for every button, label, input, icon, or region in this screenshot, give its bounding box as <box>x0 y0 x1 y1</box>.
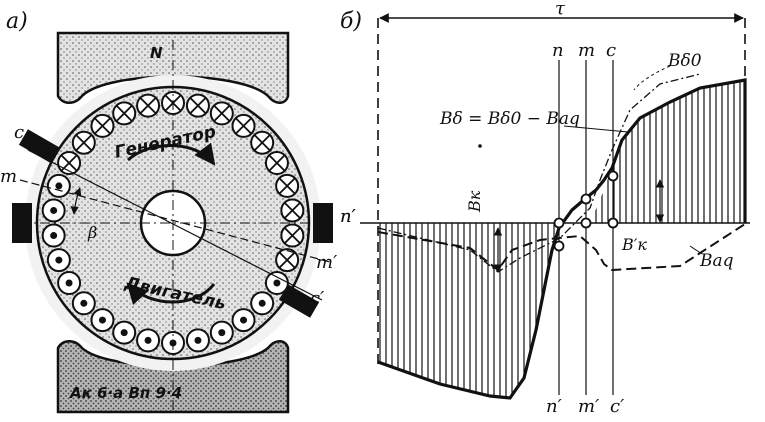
baq-leader <box>689 245 703 255</box>
brush-c-prime <box>278 284 320 318</box>
point-c-axis <box>607 217 619 229</box>
conductor-dot-mark <box>55 182 63 190</box>
conductor-cross-mark <box>94 117 111 135</box>
rotation-arrow-motor <box>126 282 216 306</box>
tau-label: τ <box>555 0 566 19</box>
conductor-cross-mark <box>284 202 301 219</box>
conductor-cross-mark <box>253 134 271 152</box>
axis-top-c-label: c <box>606 40 616 61</box>
point-m-curve <box>580 193 592 205</box>
rotation-arrow-generator <box>126 142 216 166</box>
conductor-cross-mark <box>235 117 252 135</box>
conductor-dot-mark <box>65 279 73 287</box>
point-n-reaction <box>553 240 565 252</box>
conductor-cross-mark <box>284 227 301 244</box>
axis-bottom-m-label: m′ <box>578 396 599 417</box>
axis-left-n-label: n′ <box>340 206 356 227</box>
angle-beta-label: β <box>87 223 97 242</box>
label-b-delta0: Bδ0 <box>667 51 702 71</box>
neutral-right-label: n′ <box>340 206 356 227</box>
label-baq: Baq <box>699 251 734 271</box>
panel-b: б) τ n′ n m c n′ m′ c′ <box>340 0 750 417</box>
conductor-cross-mark <box>213 105 231 122</box>
flux-area-positive <box>590 80 745 223</box>
conductor-cross-mark <box>75 134 93 152</box>
b-delta0-leader <box>633 65 671 91</box>
axis-bottom-c-label: c′ <box>610 396 624 417</box>
axis-bottom-n-label: n′ <box>546 396 562 417</box>
brush-c <box>18 129 60 163</box>
conductor-dot-mark <box>50 232 58 240</box>
point-c-curve <box>607 170 619 182</box>
panel-b-label: б) <box>340 9 362 34</box>
conductor-dot-mark <box>273 279 281 287</box>
conductor-dot-mark <box>98 316 106 324</box>
label-bk: Bк <box>465 190 484 213</box>
conductor-dot-mark <box>120 329 128 337</box>
conductor-dot-mark <box>258 299 266 307</box>
conductor-cross-mark <box>278 177 296 195</box>
brush-m-prime-label: m′ <box>316 252 337 273</box>
brush-c-label: c <box>14 122 24 143</box>
axis-top-m-label: m <box>578 40 595 61</box>
key-points <box>553 170 619 252</box>
neutral-block-left <box>12 203 32 243</box>
brush-c-prime-label: c′ <box>310 288 324 309</box>
conductor-dot-mark <box>194 336 202 344</box>
beta-arc <box>70 187 82 215</box>
pole-north-label: N <box>150 44 163 62</box>
conductor-dot-mark <box>50 206 58 214</box>
conductor-cross-mark <box>189 97 207 114</box>
conductor-dot-mark <box>218 329 226 337</box>
flux-area-negative <box>378 223 558 398</box>
conductor-dot-mark <box>144 336 152 344</box>
armature-reaction-curve <box>377 223 746 272</box>
brush-m-label: m <box>0 166 17 187</box>
formula-leader <box>563 125 629 133</box>
conductor-cross-mark <box>268 154 286 172</box>
panel-a: а) N Ак 6·а Вп 9·4 β Генератор Двигатель <box>0 9 356 414</box>
conductor-cross-mark <box>115 105 133 122</box>
conductor-dot-mark <box>240 316 248 324</box>
stray-dot <box>478 144 482 148</box>
pole-south-text: Ак 6·а Вп 9·4 <box>69 384 182 402</box>
point-m-axis <box>580 217 592 229</box>
conductor-dot-mark <box>55 256 63 264</box>
conductor-cross-mark <box>278 251 296 269</box>
label-bk-prime: B′к <box>621 235 647 254</box>
panel-a-label: а) <box>6 9 28 34</box>
neutral-block-right <box>313 203 333 243</box>
armature-conductors <box>41 91 305 355</box>
conductor-cross-mark <box>139 97 157 114</box>
resultant-field-curve <box>377 78 747 400</box>
axis-top-n-label: n <box>552 40 564 61</box>
point-n-axis <box>553 217 565 229</box>
conductor-dot-mark <box>80 299 88 307</box>
brush-axis-c <box>27 149 323 301</box>
label-formula: Bδ = Bδ0 − Baq <box>439 109 580 129</box>
